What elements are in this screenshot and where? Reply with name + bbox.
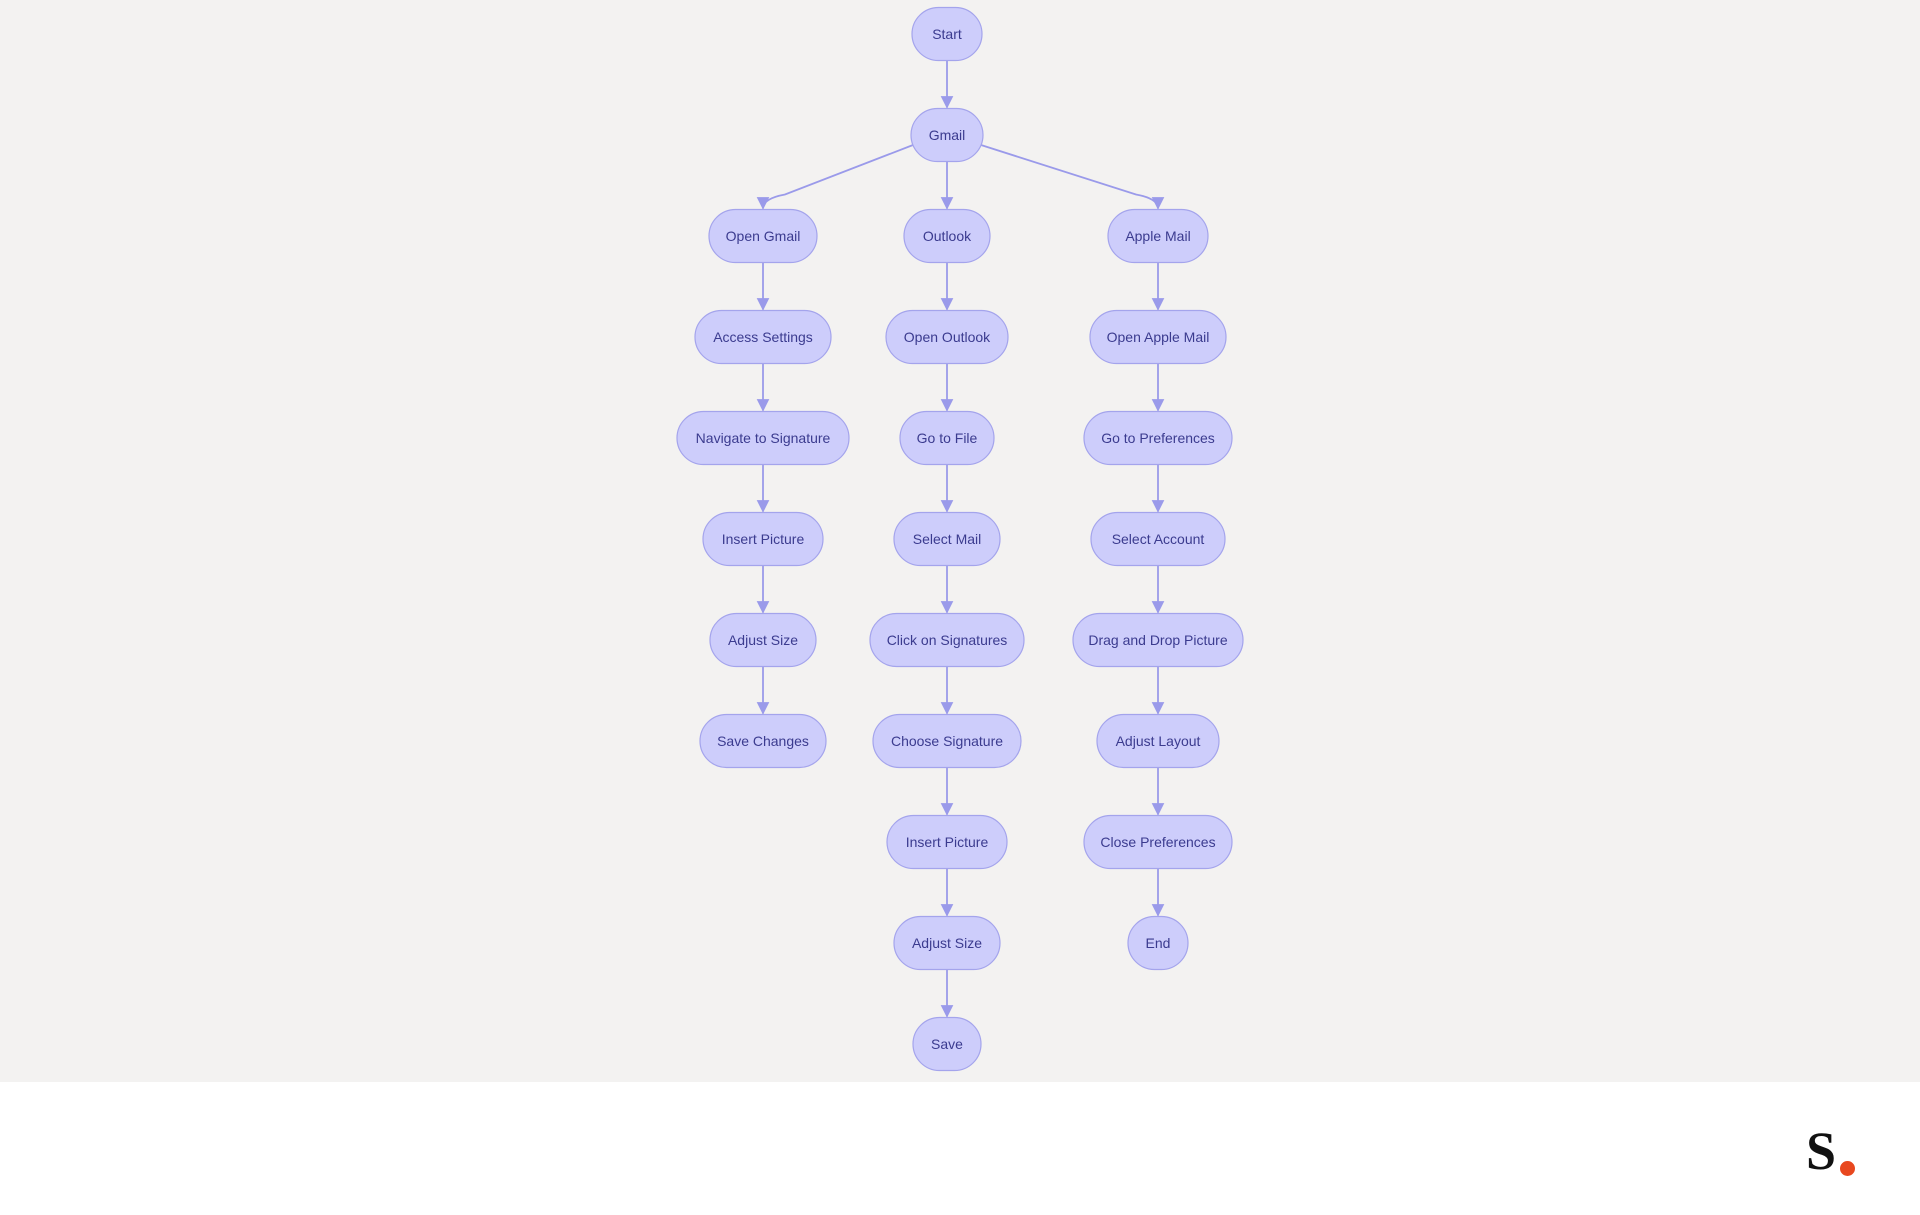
node-shape <box>702 511 824 567</box>
node-select-mail: Select Mail <box>893 511 1001 567</box>
node-open-apple-mail: Open Apple Mail <box>1089 309 1227 365</box>
node-label: Save Changes <box>717 733 809 749</box>
node-label: Apple Mail <box>1125 228 1190 244</box>
node-label: End <box>1146 935 1171 951</box>
node-shape <box>911 6 983 62</box>
node-select-account: Select Account <box>1090 511 1226 567</box>
node-adjust-layout: Adjust Layout <box>1096 713 1220 769</box>
node-drag-drop-picture: Drag and Drop Picture <box>1072 612 1244 668</box>
node-go-to-preferences: Go to Preferences <box>1083 410 1233 466</box>
node-navigate-signature: Navigate to Signature <box>676 410 850 466</box>
site-logo[interactable]: S <box>1806 1124 1866 1180</box>
node-shape <box>903 208 991 264</box>
node-adjust-size-gmail: Adjust Size <box>709 612 817 668</box>
footer <box>0 1082 1920 1215</box>
node-shape <box>886 814 1008 870</box>
node-shape <box>676 410 850 466</box>
node-shape <box>1083 814 1233 870</box>
node-shape <box>1090 511 1226 567</box>
node-shape <box>1083 410 1233 466</box>
node-shape <box>885 309 1009 365</box>
node-shape <box>1089 309 1227 365</box>
node-open-outlook: Open Outlook <box>885 309 1009 365</box>
node-shape <box>1127 915 1189 971</box>
node-label: Navigate to Signature <box>696 430 831 446</box>
node-label: Gmail <box>929 127 966 143</box>
node-save: Save <box>912 1016 982 1072</box>
node-start: Start <box>911 6 983 62</box>
node-shape <box>708 208 818 264</box>
node-label: Open Outlook <box>904 329 991 345</box>
node-label: Adjust Layout <box>1116 733 1201 749</box>
node-label: Click on Signatures <box>887 632 1008 648</box>
node-label: Close Preferences <box>1100 834 1215 850</box>
node-label: Drag and Drop Picture <box>1088 632 1228 648</box>
node-access-settings: Access Settings <box>694 309 832 365</box>
node-choose-signature: Choose Signature <box>872 713 1022 769</box>
node-shape <box>912 1016 982 1072</box>
node-shape <box>1096 713 1220 769</box>
node-save-changes: Save Changes <box>699 713 827 769</box>
node-label: Save <box>931 1036 963 1052</box>
node-outlook: Outlook <box>903 208 991 264</box>
node-label: Open Apple Mail <box>1107 329 1210 345</box>
node-insert-picture-gmail: Insert Picture <box>702 511 824 567</box>
node-shape <box>910 107 984 163</box>
node-click-signatures: Click on Signatures <box>869 612 1025 668</box>
node-gmail: Gmail <box>910 107 984 163</box>
node-label: Start <box>932 26 962 42</box>
node-close-preferences: Close Preferences <box>1083 814 1233 870</box>
logo-letter: S <box>1806 1121 1837 1181</box>
node-label: Select Account <box>1112 531 1205 547</box>
edges <box>756 60 1165 1018</box>
node-shape <box>1107 208 1209 264</box>
node-shape <box>869 612 1025 668</box>
node-label: Access Settings <box>713 329 813 345</box>
node-label: Select Mail <box>913 531 981 547</box>
node-label: Adjust Size <box>728 632 798 648</box>
edge-gmail-to-apple-mail <box>980 144 1165 210</box>
node-label: Adjust Size <box>912 935 982 951</box>
node-label: Insert Picture <box>722 531 805 547</box>
node-shape <box>709 612 817 668</box>
node-adjust-size-outlook: Adjust Size <box>893 915 1001 971</box>
node-apple-mail: Apple Mail <box>1107 208 1209 264</box>
node-end: End <box>1127 915 1189 971</box>
node-open-gmail: Open Gmail <box>708 208 818 264</box>
node-label: Go to Preferences <box>1101 430 1215 446</box>
node-go-to-file: Go to File <box>899 410 995 466</box>
node-label: Open Gmail <box>726 228 801 244</box>
edge-gmail-to-open-gmail <box>756 144 914 210</box>
node-shape <box>694 309 832 365</box>
node-shape <box>893 511 1001 567</box>
logo-dot <box>1840 1161 1855 1176</box>
node-label: Outlook <box>923 228 972 244</box>
node-insert-picture-outlook: Insert Picture <box>886 814 1008 870</box>
node-shape <box>1072 612 1244 668</box>
node-shape <box>899 410 995 466</box>
node-label: Insert Picture <box>906 834 989 850</box>
node-shape <box>872 713 1022 769</box>
node-label: Choose Signature <box>891 733 1003 749</box>
node-shape <box>699 713 827 769</box>
node-label: Go to File <box>917 430 978 446</box>
node-shape <box>893 915 1001 971</box>
